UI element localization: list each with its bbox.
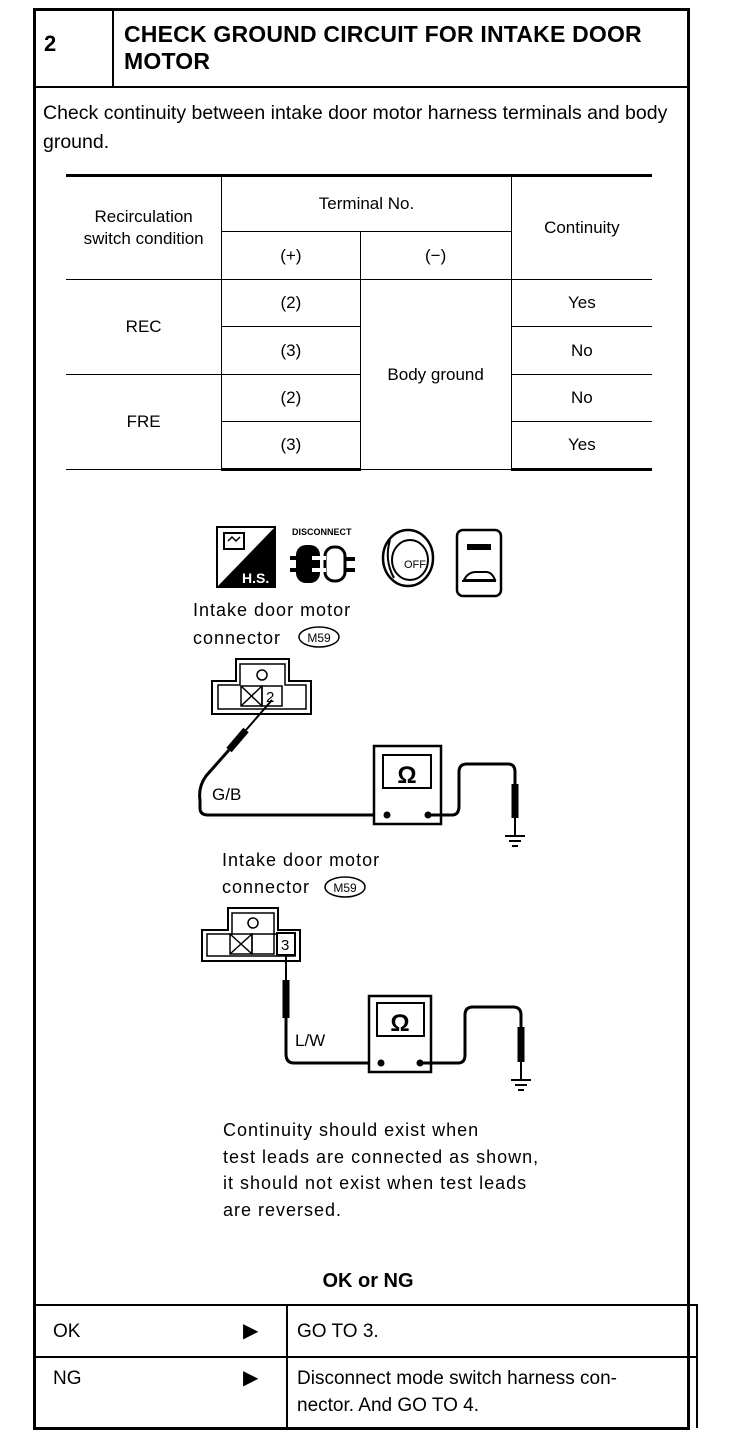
minus-body-ground: Body ground [359,279,512,470]
d2-ground-lead [420,1005,531,1091]
note-line-2: test leads are connected as shown, [223,1147,540,1167]
d1-wire-label: G/B [212,785,241,804]
harness-service-icon: H.S. [216,526,276,588]
plus-cell: (3) [221,421,361,471]
cond-fre: FRE [66,374,223,470]
ignition-off-icon: OFF [381,528,435,588]
result-ok-action: GO TO 3. [297,1321,379,1342]
cond-rec: REC [66,279,223,375]
result-ng-action-1: Disconnect mode switch harness con- [297,1368,617,1389]
result-top-rule [36,1304,698,1306]
continuity-cell: Yes [510,279,652,327]
d1-connector: 2 [211,658,312,715]
result-ng-label: NG [53,1368,82,1389]
d2-connector-id-badge: M59 [324,876,366,898]
d2-caption-2: connector [222,877,310,897]
d2-probe-lead [282,955,375,1065]
intro-text: Check continuity between intake door mot… [43,102,668,153]
ng-arrow-icon: ▶ [243,1367,259,1389]
plus-cell: (2) [221,374,361,422]
d1-ohm-symbol: Ω [397,762,416,789]
header-plus: (+) [221,231,361,280]
step-title: CHECK GROUND CIRCUIT FOR INTAKE DOOR MOT… [124,21,642,74]
hs-label: H.S. [242,570,269,586]
procedure-frame [33,8,690,1430]
disconnect-icon: DISCONNECT [290,527,355,583]
d1-terminal: 2 [266,689,274,706]
battery-icon [455,528,503,598]
result-col-divider [286,1304,288,1428]
d1-ohmmeter: Ω [372,744,443,826]
result-right-border [696,1304,698,1428]
header-divider [36,86,687,88]
header-terminal: Terminal No. [221,174,512,232]
plus-cell: (3) [221,326,361,375]
disconnect-label: DISCONNECT [292,527,352,537]
header-continuity: Continuity [510,174,652,280]
d2-terminal: 3 [281,937,289,954]
header-minus: (−) [359,231,512,280]
d2-connector-id: M59 [333,881,357,895]
ok-arrow-icon: ▶ [243,1320,259,1342]
plus-cell: (2) [221,279,361,327]
result-ng-action-2: nector. And GO TO 4. [297,1395,480,1416]
d1-caption-2: connector [193,628,281,648]
d2-connector: 3 [201,907,301,962]
note-line-1: Continuity should exist when [223,1120,480,1140]
d1-connector-id-badge: M59 [298,626,340,648]
step-number: 2 [36,11,114,87]
d2-ohm-symbol: Ω [390,1010,409,1037]
continuity-cell: Yes [510,421,652,471]
continuity-cell: No [510,326,652,375]
continuity-table: Recirculation switch condition Terminal … [66,174,652,471]
off-label: OFF [404,559,426,571]
result-mid-rule [36,1356,698,1358]
d1-ground-lead [428,762,525,847]
d2-wire-label: L/W [295,1031,325,1050]
d1-caption-1: Intake door motor [193,600,351,620]
d1-connector-id: M59 [307,631,331,645]
result-title: OK or NG [322,1270,414,1292]
note-line-3: it should not exist when test leads [223,1173,528,1193]
d1-probe-lead [198,699,378,817]
d2-ohmmeter: Ω [367,994,433,1074]
result-ok-label: OK [53,1321,81,1342]
continuity-cell: No [510,374,652,422]
d2-caption-1: Intake door motor [222,850,380,870]
note-line-4: are reversed. [223,1200,343,1220]
